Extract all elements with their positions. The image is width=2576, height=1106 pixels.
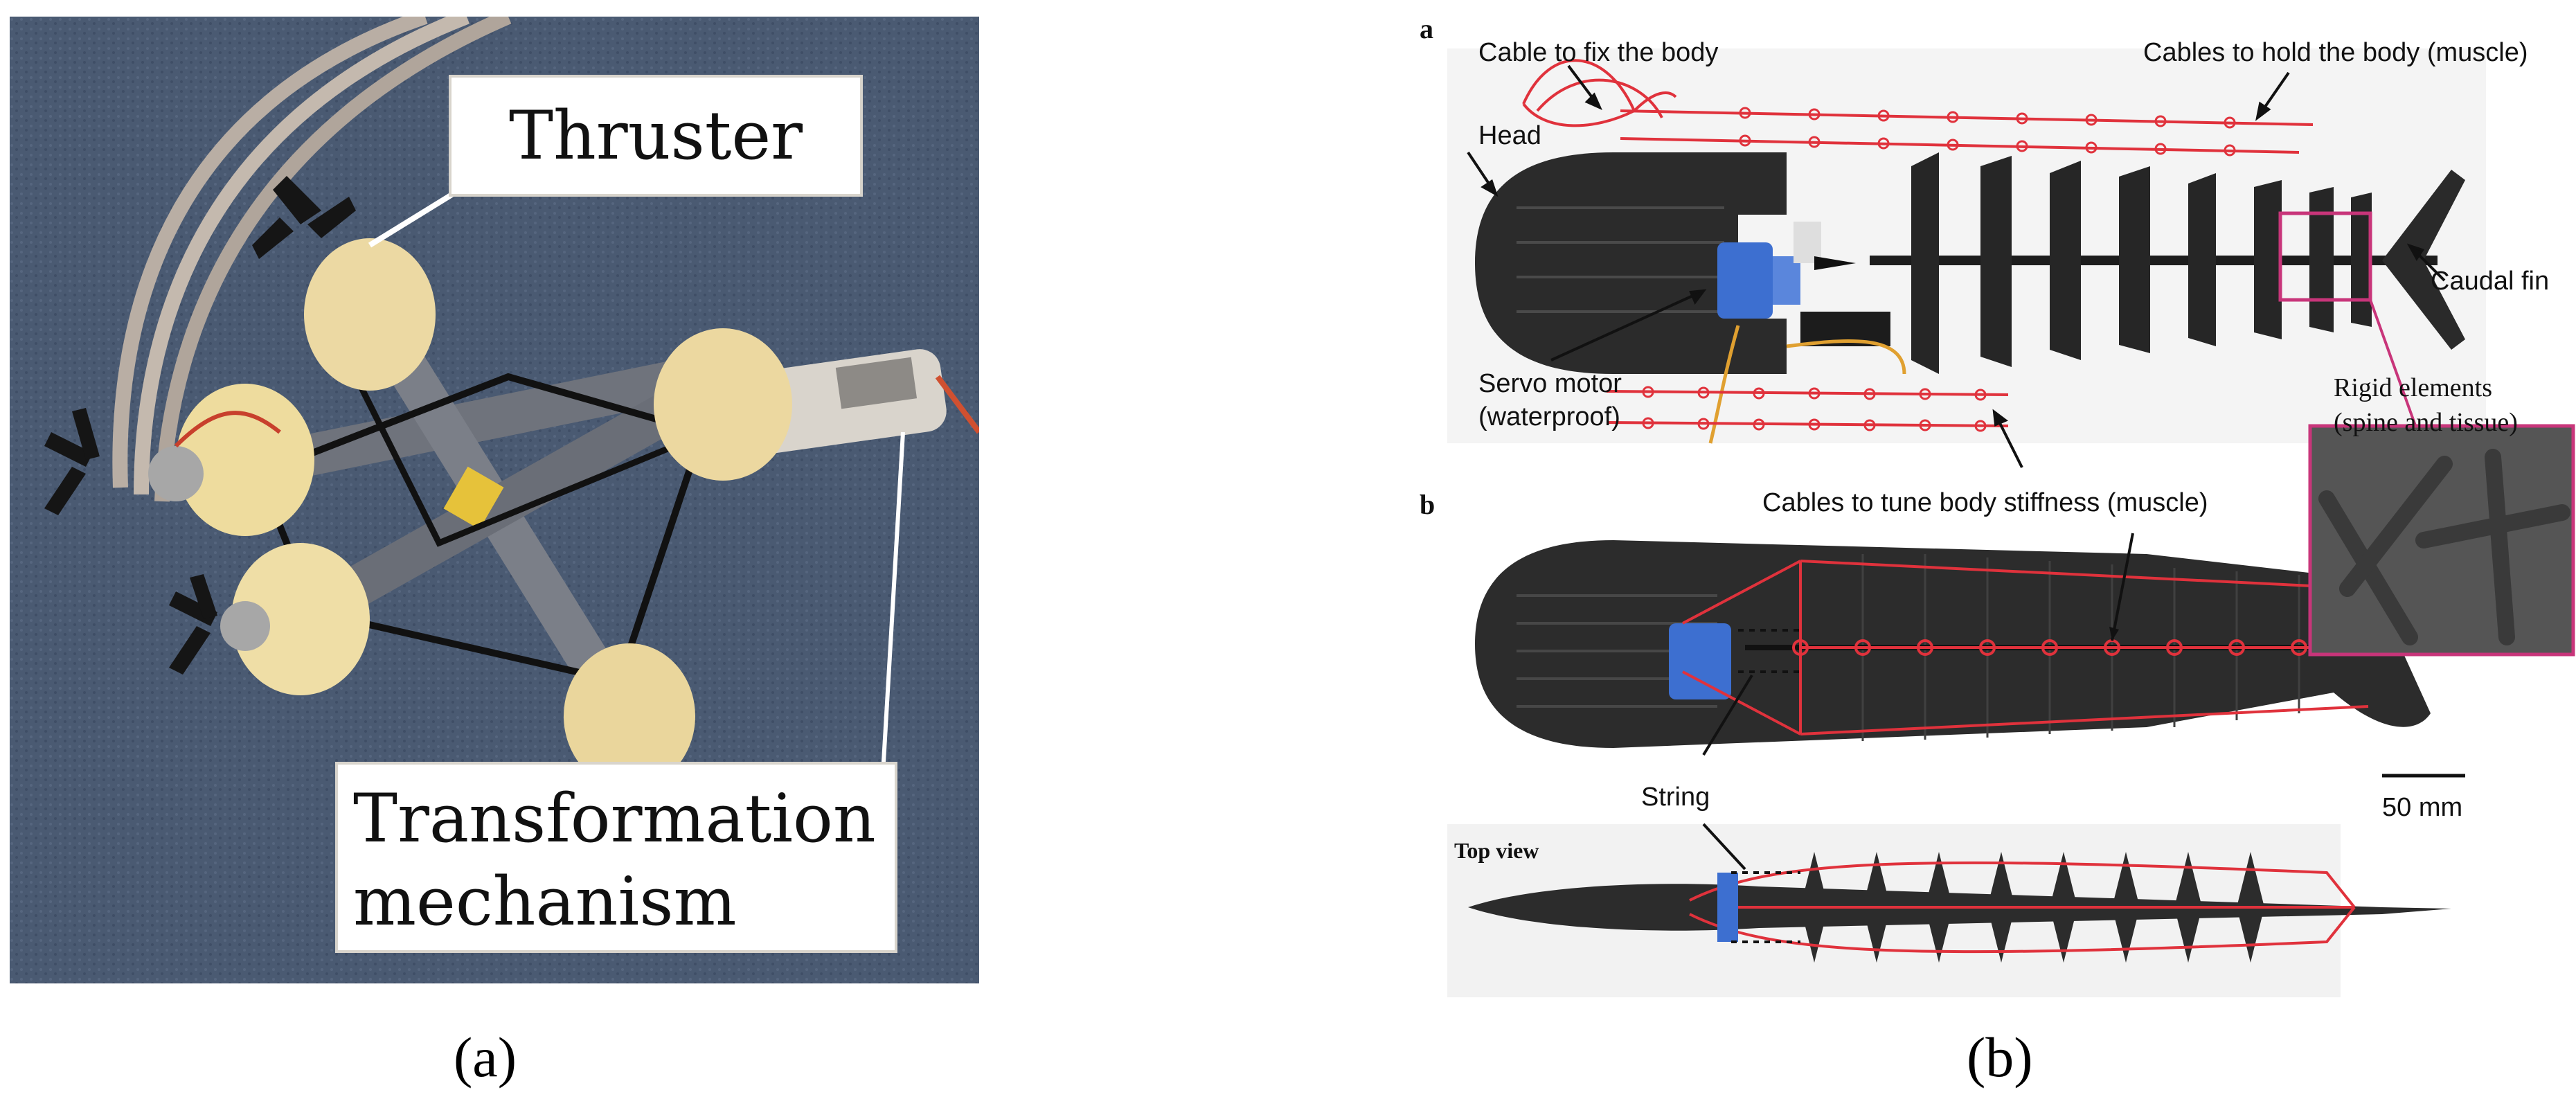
label-rigid-line1: Rigid elements [2334,373,2493,402]
label-scale-bar: 50 mm [2382,793,2463,822]
robot-fish-illustration [1447,48,2575,997]
caption-a: (a) [454,1026,517,1089]
label-cables-tune-stiffness: Cables to tune body stiffness (muscle) [1762,488,2208,517]
thruster-label: Thruster [508,97,803,175]
transformation-label-box: Transformation mechanism [335,762,897,953]
caption-b: (b) [1967,1026,2033,1089]
label-string: String [1641,783,1710,812]
subpanel-letter-a: a [1420,13,1433,44]
thruster-label-box: Thruster [449,75,863,197]
label-caudal-fin: Caudal fin [2431,267,2550,296]
transformation-label-line2: mechanism [353,863,737,940]
transformation-label-line1: Transformation [353,780,876,857]
label-servo-line1: Servo motor [1478,369,1622,398]
subpanel-letter-b: b [1420,489,1435,520]
label-head: Head [1478,121,1541,150]
label-top-view: Top view [1454,838,1539,863]
label-rigid-elements: Rigid elements (spine and tissue) [2334,371,2518,440]
label-servo-line2: (waterproof) [1478,402,1620,431]
label-servo-motor: Servo motor (waterproof) [1478,367,1622,434]
label-cable-fix-body: Cable to fix the body [1478,38,1719,67]
robot-fish-figure [1426,14,2576,1006]
label-rigid-line2: (spine and tissue) [2334,408,2518,437]
label-cables-hold-body: Cables to hold the body (muscle) [2143,38,2528,67]
